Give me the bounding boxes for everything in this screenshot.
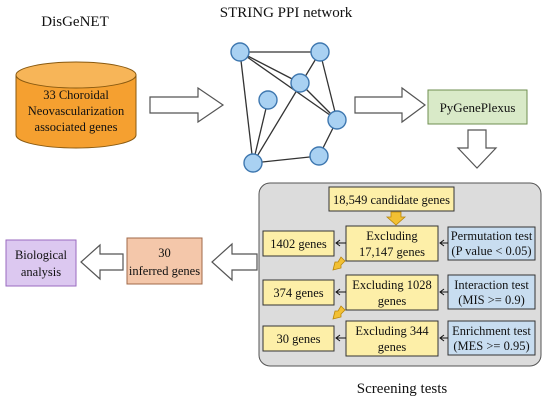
network-node	[290, 73, 310, 93]
genes-30-label: 30 genes	[276, 332, 320, 346]
interaction-test-line1: Interaction test	[454, 278, 529, 292]
excluding-1028-line1: Excluding 1028	[352, 278, 432, 292]
network-node	[310, 42, 330, 62]
arrow-panel-to-inferred	[211, 242, 258, 282]
disgenet-database: 33 Choroidal Neovascularization associat…	[15, 61, 137, 149]
candidate-genes-box	[328, 186, 455, 212]
permutation-test-box	[447, 226, 536, 261]
biological-analysis-box	[5, 239, 77, 287]
pygeneplexus-box: PyGenePlexus	[427, 89, 528, 125]
genes-30-box	[262, 325, 335, 352]
inferred-genes-line1: 30	[158, 246, 171, 260]
permutation-test-line2: (P value < 0.05)	[451, 244, 531, 258]
diagonal-arrow-row1-to-row2	[332, 256, 346, 271]
arrow-interaction-to-excl1028	[439, 288, 448, 296]
arrow-db-to-network	[149, 86, 225, 124]
arrow-excl1028-to-374	[335, 288, 346, 296]
excluding-1028-box	[345, 274, 439, 311]
database-label-line1: 33 Choroidal	[43, 88, 109, 102]
arrow-inferred-to-biological	[80, 243, 124, 281]
enrichment-test-line1: Enrichment test	[452, 324, 531, 338]
biological-analysis-line1: Biological	[15, 248, 68, 262]
arrow-perm-to-excl17147	[439, 239, 448, 247]
string-ppi-network	[230, 42, 347, 173]
enrichment-test-line2: (MES >= 0.95)	[453, 339, 529, 353]
excluding-344-line1: Excluding 344	[355, 324, 429, 338]
network-node	[243, 153, 263, 173]
permutation-test-line1: Permutation test	[451, 229, 533, 243]
network-node	[327, 110, 347, 130]
network-node	[309, 146, 329, 166]
disgenet-title: DisGeNET	[41, 14, 109, 30]
excluding-344-box	[345, 320, 439, 357]
string-title: STRING PPI network	[220, 5, 353, 21]
database-label-line2: Neovascularization	[28, 104, 125, 118]
screening-tests-caption: Screening tests	[357, 381, 448, 397]
interaction-test-line2: (MIS >= 0.9)	[458, 293, 525, 307]
interaction-test-box	[447, 274, 536, 310]
inferred-genes-box	[126, 237, 203, 285]
genes-374-label: 374 genes	[273, 286, 323, 300]
arrow-pygeneplexus-down	[456, 129, 498, 169]
candidate-genes-label: 18,549 candidate genes	[333, 193, 450, 207]
genes-374-box	[262, 279, 335, 306]
arrow-excl17147-to-1402	[335, 239, 346, 247]
genes-1402-box	[262, 230, 335, 257]
excluding-17147-box	[345, 225, 439, 262]
excluding-344-line2: genes	[378, 340, 407, 354]
pygeneplexus-label: PyGenePlexus	[440, 100, 516, 115]
candidate-down-arrow	[385, 211, 407, 226]
diagonal-arrow-row2-to-row3	[332, 305, 346, 320]
excluding-1028-line2: genes	[378, 294, 407, 308]
arrow-excl344-to-30	[335, 334, 346, 342]
excluding-17147-line2: 17,147 genes	[359, 245, 425, 259]
arrow-enrichment-to-excl344	[439, 334, 448, 342]
arrow-network-to-pygeneplexus	[354, 86, 427, 124]
excluding-17147-line1: Excluding	[366, 229, 418, 243]
genes-1402-label: 1402 genes	[270, 237, 327, 251]
database-label-line3: associated genes	[35, 120, 118, 134]
inferred-genes-line2: inferred genes	[129, 264, 200, 278]
biological-analysis-line2: analysis	[21, 265, 61, 279]
network-node	[258, 90, 278, 110]
network-node	[230, 42, 250, 62]
